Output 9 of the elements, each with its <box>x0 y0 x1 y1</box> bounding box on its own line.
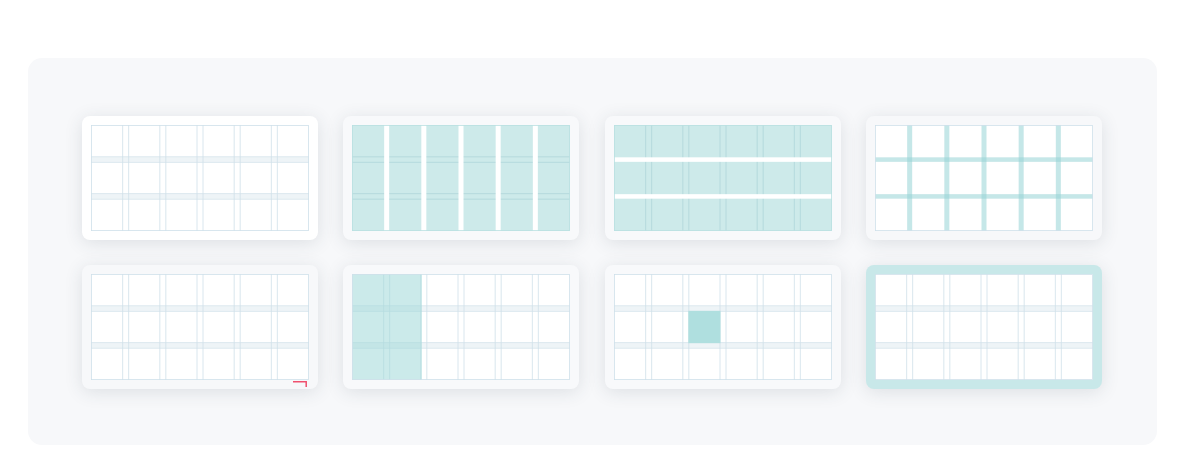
grid-card <box>82 265 318 389</box>
grid-card <box>82 116 318 240</box>
grid-card <box>865 265 1102 389</box>
background-panel <box>28 58 1157 445</box>
grid-card <box>604 116 841 240</box>
grid-card <box>604 265 841 389</box>
grid-card <box>343 116 580 240</box>
grid-card <box>865 116 1102 240</box>
grid-card <box>343 265 580 389</box>
